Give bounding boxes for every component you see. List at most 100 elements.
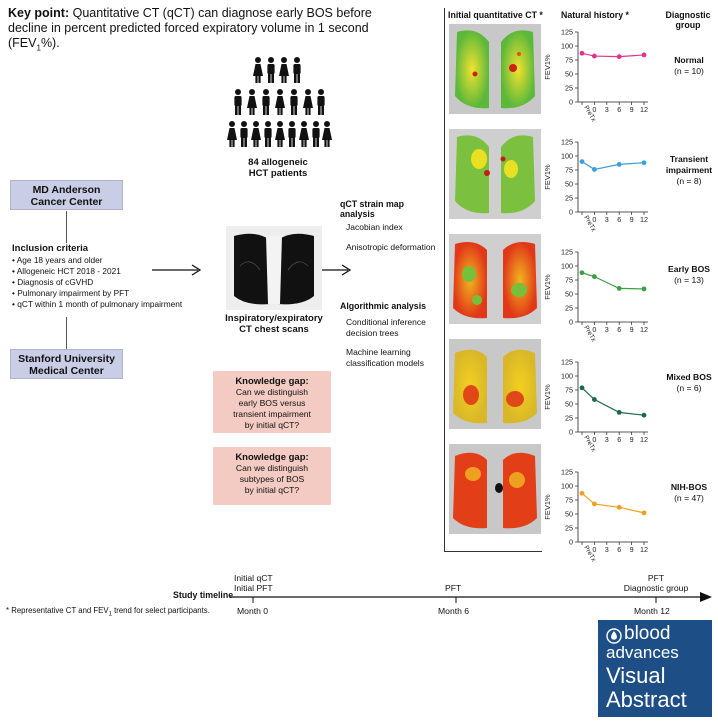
y-tick-label: 50 bbox=[565, 70, 573, 79]
group-n: (n = 10) bbox=[674, 66, 704, 76]
y-tick-label: 50 bbox=[565, 290, 573, 299]
y-tick-label: 50 bbox=[565, 180, 573, 189]
series-line bbox=[581, 52, 645, 58]
inclusion-item: • qCT within 1 month of pulmonary impair… bbox=[12, 299, 183, 309]
group-name: Mixed BOS bbox=[666, 372, 712, 382]
data-point bbox=[579, 385, 585, 391]
ct-scan-image bbox=[226, 226, 322, 310]
timeline-event: Initial PFT bbox=[234, 583, 273, 593]
footnote: * Representative CT and FEV1 trend for s… bbox=[6, 606, 210, 618]
y-tick-label: 100 bbox=[561, 482, 573, 491]
y-tick-label: 25 bbox=[565, 194, 573, 203]
data-point bbox=[592, 167, 597, 172]
x-tick-label: 0 bbox=[592, 325, 596, 334]
x-tick-label: 9 bbox=[630, 435, 634, 444]
arrow-head bbox=[191, 264, 202, 276]
x-tick-label: 12 bbox=[640, 545, 648, 554]
x-tick-label: 9 bbox=[630, 325, 634, 334]
y-tick-label: 0 bbox=[569, 318, 573, 327]
y-tick-label: 100 bbox=[561, 152, 573, 161]
footnote-text: * Representative CT and FEV bbox=[6, 606, 109, 615]
y-tick-label: 100 bbox=[561, 262, 573, 271]
y-tick-label: 100 bbox=[561, 42, 573, 51]
series-line bbox=[581, 492, 645, 514]
y-tick-label: 0 bbox=[569, 428, 573, 437]
blood-advances-logo: blood advances Visual Abstract bbox=[598, 620, 712, 717]
data-point bbox=[641, 160, 647, 166]
timeline-event: Diagnostic group bbox=[623, 583, 689, 593]
knowledge-gap-line: Can we distinguish bbox=[235, 387, 309, 397]
inclusion-criteria: Inclusion criteria • Age 18 years and ol… bbox=[12, 243, 212, 310]
x-tick-label: 6 bbox=[617, 215, 621, 224]
group-header-line2: group bbox=[675, 20, 701, 30]
timeline-arrowhead bbox=[700, 592, 712, 602]
x-tick-label: 9 bbox=[630, 545, 634, 554]
timeline-label: Study timeline bbox=[173, 590, 234, 600]
group-n: (n = 13) bbox=[674, 275, 704, 285]
y-tick-label: 50 bbox=[565, 510, 573, 519]
inclusion-item: • Allogeneic HCT 2018 - 2021 bbox=[12, 266, 121, 276]
group-name: Transient bbox=[669, 154, 709, 164]
x-tick-label: 12 bbox=[640, 435, 648, 444]
algorithmic-item: Machine learning bbox=[346, 347, 411, 357]
y-tick-label: 25 bbox=[565, 304, 573, 313]
x-tick-label: 0 bbox=[592, 215, 596, 224]
x-tick-label: 12 bbox=[640, 105, 648, 114]
heatmap-normal bbox=[449, 24, 541, 114]
strain-item: Jacobian index bbox=[346, 222, 403, 232]
bracket-line bbox=[444, 8, 445, 552]
x-tick-label: 3 bbox=[605, 105, 609, 114]
timeline-event: PFT bbox=[445, 583, 462, 593]
y-axis-label: FEV1% bbox=[543, 274, 552, 300]
group-header-line1: Diagnostic bbox=[665, 10, 711, 20]
data-point bbox=[616, 162, 622, 167]
brand-line4: Abstract bbox=[606, 687, 687, 712]
y-tick-label: 75 bbox=[565, 496, 573, 505]
timeline-month6: Month 6 bbox=[438, 606, 470, 616]
group-name: Early BOS bbox=[667, 264, 711, 274]
knowledge-gap-line: by initial qCT? bbox=[244, 485, 300, 495]
x-tick-label: 6 bbox=[617, 325, 621, 334]
group-n: (n = 8) bbox=[676, 176, 702, 186]
key-point-sub: 1 bbox=[36, 43, 41, 53]
series-line bbox=[581, 387, 645, 416]
y-tick-label: 25 bbox=[565, 524, 573, 533]
data-point bbox=[592, 397, 597, 402]
algorithmic-section: Algorithmic analysis Conditional inferen… bbox=[340, 301, 440, 369]
y-tick-label: 50 bbox=[565, 400, 573, 409]
y-axis-label: FEV1% bbox=[543, 384, 552, 410]
data-point bbox=[641, 510, 647, 516]
arrow-head bbox=[341, 264, 352, 276]
key-point-end: %). bbox=[40, 36, 60, 50]
x-tick-label: 6 bbox=[617, 105, 621, 114]
knowledge-gap-title: Knowledge gap: bbox=[235, 452, 309, 463]
data-point bbox=[616, 410, 622, 415]
knowledge-gap-box: Knowledge gap: Can we distinguish early … bbox=[213, 371, 331, 433]
patients-icon bbox=[227, 57, 332, 147]
key-point-text: Quantitative CT (qCT) can diagnose early… bbox=[8, 6, 372, 50]
x-tick-label: 9 bbox=[630, 215, 634, 224]
data-point bbox=[592, 274, 597, 280]
strain-item: Anisotropic deformation bbox=[346, 242, 436, 252]
x-tick-label: 0 bbox=[592, 545, 596, 554]
strain-title: qCT strain map analysis bbox=[340, 199, 405, 219]
group-label: Transient impairment (n = 8) bbox=[662, 154, 716, 187]
stanford-line1: Stanford University bbox=[18, 353, 115, 365]
footnote-sub: 1 bbox=[108, 611, 112, 618]
inclusion-title: Inclusion criteria bbox=[12, 243, 89, 254]
data-point bbox=[616, 54, 622, 60]
timeline-month0: Month 0 bbox=[237, 606, 269, 616]
x-tick-label: 12 bbox=[640, 325, 648, 334]
stanford-box: Stanford University Medical Center bbox=[10, 349, 123, 379]
data-point bbox=[592, 501, 597, 507]
md-anderson-line2: Cancer Center bbox=[30, 196, 103, 208]
timeline-axis bbox=[230, 592, 712, 603]
inclusion-item: • Pulmonary impairment by PFT bbox=[12, 288, 130, 298]
series-line bbox=[581, 272, 645, 290]
y-tick-label: 0 bbox=[569, 208, 573, 217]
algorithmic-item: decision trees bbox=[346, 328, 399, 338]
timeline-event: Initial qCT bbox=[234, 573, 273, 583]
